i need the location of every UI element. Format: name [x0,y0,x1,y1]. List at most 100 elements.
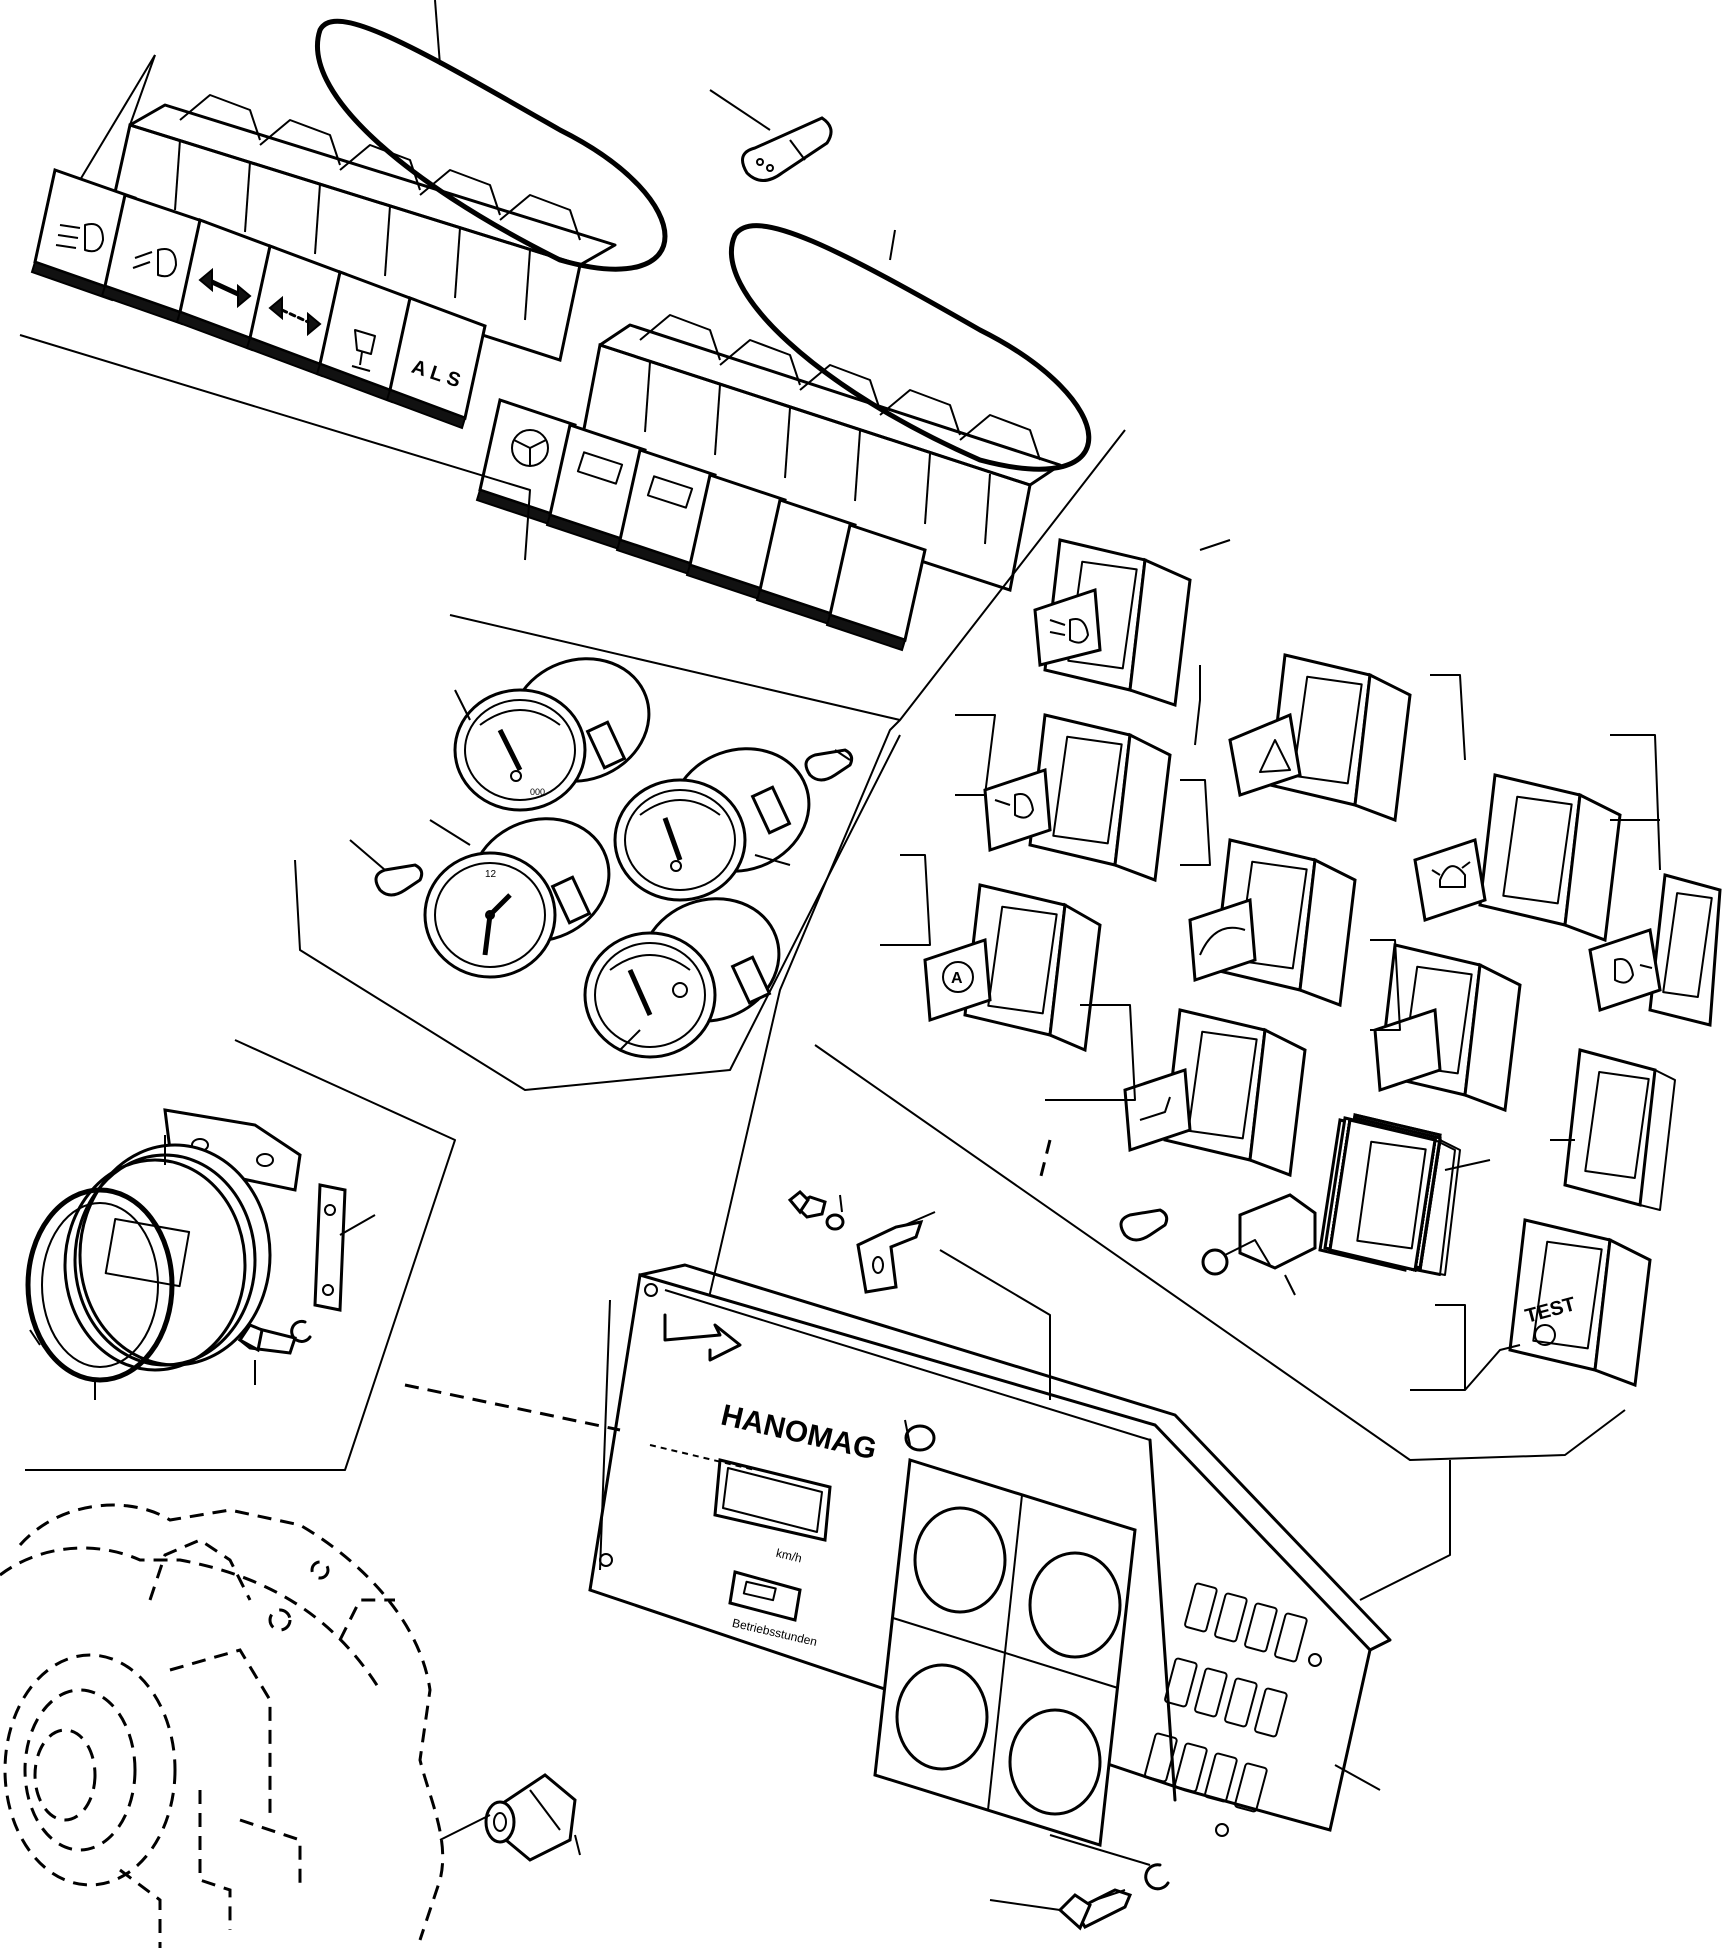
arrows-icon [198,267,252,309]
test-rocker-switch: TEST [1508,1218,1652,1388]
leader-line [454,689,471,721]
battery-switch-cap-1 [545,423,647,552]
speed-display [713,1458,832,1542]
speed-unit-label: km/h [775,1546,803,1565]
steering-wheel-icon [511,429,549,467]
headlight-icon [994,793,1034,819]
seat-icon [1139,1096,1171,1121]
lamp-icon [351,329,376,372]
mounting-clamp [313,1183,347,1312]
rocker-switch-caps-left: A L S [30,168,487,430]
leader-line [129,54,156,126]
gauge-opening [1008,1708,1102,1816]
speedometer-assembly [25,1108,347,1383]
mounting-bracket [856,1211,936,1294]
switch-bulb [1119,1208,1169,1242]
upper-switch-rail-right [578,314,1062,592]
leader-bracket [1370,939,1401,1031]
als-switch-cap: A L S [385,295,487,430]
leader-bracket [1430,674,1466,761]
leader-line [429,819,471,846]
small-bolt [787,1189,827,1219]
indicator-bulb [709,89,833,182]
leader-line [439,1814,491,1841]
temperature-gauge: 000 [453,657,651,812]
leader-line [339,1214,376,1236]
leader-line [1199,539,1231,551]
battery-icon [646,475,694,509]
leader-line [1444,1159,1491,1171]
leader-bracket [955,714,996,796]
blank-rocker-switch-i [1328,1118,1456,1276]
headlight-icon [55,223,104,253]
group-boundary [1359,1460,1451,1601]
leader-line [434,0,441,66]
trailer-signal-switch-cap [245,243,347,378]
leader-bracket [1464,1344,1521,1391]
upper-switch-rail-left [108,94,617,362]
leader-line [79,54,156,181]
work-light-icon [1049,618,1089,644]
leader-line [754,854,791,866]
rocker-switch-worklight [1033,538,1192,708]
group-boundary [939,1249,1051,1400]
rocker-switch-rear-fog [1588,873,1722,1027]
o-ring-seal-2 [728,223,1092,472]
panel-indicator-light [904,1424,936,1452]
rocker-switch-array: A [923,538,1722,1388]
gear-a-icon: A [942,961,974,993]
gauge-cluster: 000 12 [349,657,854,1059]
transmission-housing [0,1503,445,1948]
svg-text:12: 12 [485,869,497,880]
leader-line [29,1329,41,1346]
svg-text:000: 000 [530,787,545,797]
leader-line [1049,1834,1151,1866]
hour-meter-gauge: 12 [423,817,611,979]
hazard-triangle-icon [1259,739,1291,773]
gauge-opening [1028,1551,1122,1659]
gauge-opening [913,1506,1007,1614]
dashed-leader [404,1383,621,1432]
gauge-opening [895,1663,989,1771]
beacon-switch-cap [315,269,417,404]
pressure-sender [484,1773,581,1862]
leader-line [989,1899,1061,1911]
test-lamp-icon [1534,1324,1556,1346]
svg-text:A: A [951,970,963,987]
oil-pressure-gauge [583,897,781,1059]
leader-line [889,229,896,261]
leader-bracket [1610,734,1661,871]
leader-line [619,1029,641,1051]
o-ring-seal-1 [315,18,668,272]
turn-signal-switch-cap [175,217,277,352]
fog-light-icon [1614,958,1653,984]
leader-line [839,1194,843,1213]
rocker-switch-headlight [983,713,1172,883]
lock-washer [290,1319,312,1343]
group-boundary [25,1039,456,1471]
leader-bracket [1180,779,1211,866]
bezel-ring [25,1187,175,1383]
push-button-switch [1201,1193,1317,1296]
wiper-icon [1199,926,1246,956]
rotating-beacon-icon [1431,861,1471,888]
rocker-switch-auto: A [923,883,1102,1053]
leader-bracket [1194,665,1201,746]
blank-rocker-switch-j [1563,1048,1676,1211]
panel-leader-dash [649,1444,756,1471]
dipped-beam-icon [132,248,177,278]
small-washer [825,1213,845,1231]
dashed-leader [1038,1139,1052,1181]
group-boundary [814,1044,1626,1461]
leader-bracket [880,854,931,946]
gauge-bulb [804,748,854,782]
lock-washer [1144,1863,1170,1891]
rocker-switch-caps-right [475,398,927,652]
leader-bracket [1410,1304,1466,1391]
rocker-switch-beacon [1413,773,1622,943]
rocker-switch-seat [1123,1008,1307,1178]
panel-mount-bolt [1057,1888,1133,1931]
battery-icon [576,451,624,485]
warning-light-grid [1144,1582,1308,1813]
